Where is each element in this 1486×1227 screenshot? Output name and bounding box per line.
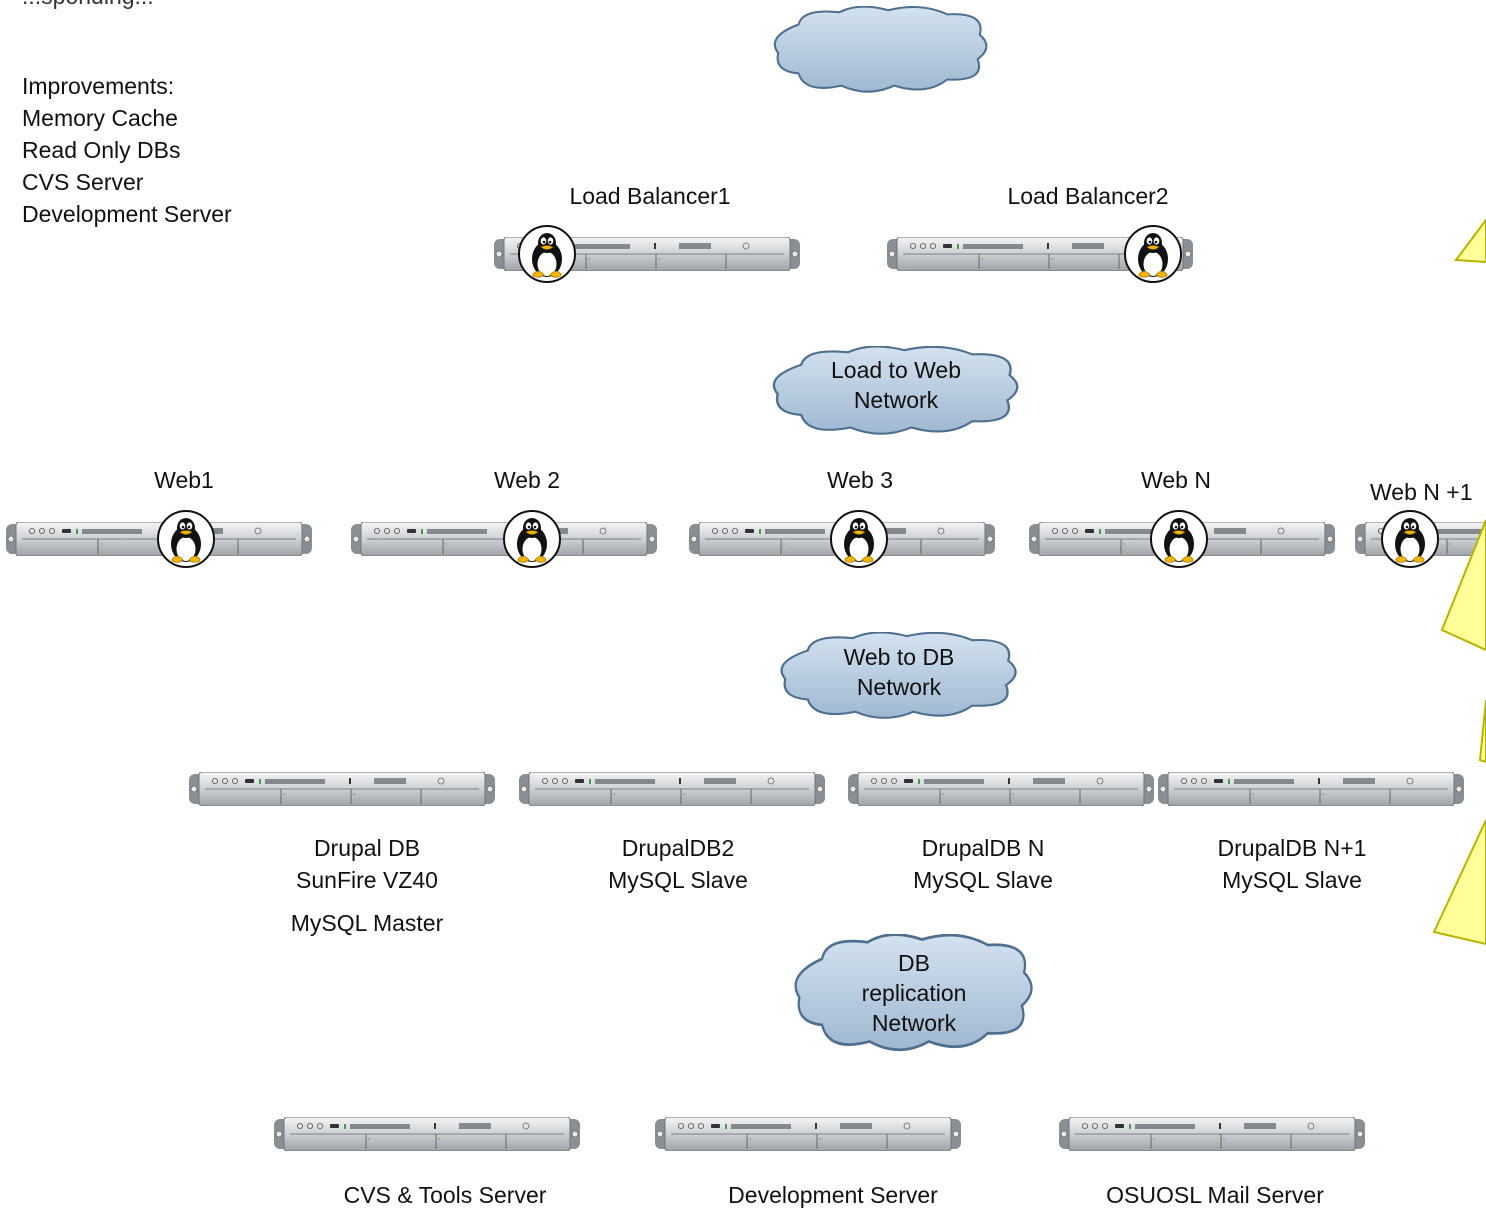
linux-penguin-icon <box>503 510 561 568</box>
cloud-label-line: Network <box>853 387 939 413</box>
db-label-line: DrupalDB N <box>921 835 1045 861</box>
web-n-plus-1-label: Web N +1 <box>1370 479 1473 505</box>
improvement-item: Development Server <box>22 201 232 227</box>
drupal-db2-server[interactable] <box>519 772 825 806</box>
web-2-label: Web 2 <box>493 467 561 493</box>
drupal-db-n-label: DrupalDB N MySQL Slave <box>913 832 1053 896</box>
db-replication-network-label: DB replication Network <box>862 948 967 1038</box>
db-label-line: MySQL Slave <box>608 867 748 893</box>
development-server-label: Development Server <box>728 1182 938 1208</box>
cloud-label-line: Load to Web <box>830 357 962 383</box>
db-label-line: MySQL Slave <box>1222 867 1362 893</box>
improvements-list: Improvements: Memory Cache Read Only DBs… <box>22 70 232 230</box>
cloud-label-line: Network <box>871 1010 957 1036</box>
web-3-label: Web 3 <box>826 467 894 493</box>
osuosl-mail-server-label: OSUOSL Mail Server <box>1106 1182 1324 1208</box>
development-server[interactable] <box>655 1117 961 1151</box>
cvs-tools-server-label: CVS & Tools Server <box>343 1182 547 1208</box>
cloud-label-line: Network <box>856 674 942 700</box>
db-label-line: DrupalDB N+1 <box>1217 835 1367 861</box>
load-balancer-2-label: Load Balancer2 <box>1007 183 1169 209</box>
db-label-line: SunFire VZ40 <box>296 867 438 893</box>
internet-cloud <box>773 6 988 93</box>
web-to-db-network-label: Web to DB Network <box>844 642 955 702</box>
db-label-line: MySQL Slave <box>913 867 1053 893</box>
drupal-db-label: Drupal DB SunFire VZ40 MySQL Master <box>291 832 444 939</box>
drupal-db2-label: DrupalDB2 MySQL Slave <box>608 832 748 896</box>
cloud-label-line: replication <box>861 980 967 1006</box>
linux-penguin-icon <box>1150 510 1208 568</box>
drupal-db-n-plus-1-server[interactable] <box>1158 772 1464 806</box>
improvement-item: Read Only DBs <box>22 137 181 163</box>
improvement-item: CVS Server <box>22 169 144 195</box>
db-label-line: Drupal DB <box>313 835 421 861</box>
cloud-label-line: Web to DB <box>843 644 955 670</box>
linux-penguin-icon <box>518 225 576 283</box>
linux-penguin-icon <box>830 510 888 568</box>
web-n-label: Web N <box>1141 467 1211 493</box>
linux-penguin-icon <box>157 510 215 568</box>
improvement-item: Memory Cache <box>22 105 178 131</box>
osuosl-mail-server[interactable] <box>1059 1117 1365 1151</box>
linux-penguin-icon <box>1124 225 1182 283</box>
db-role-line: MySQL Master <box>290 910 444 936</box>
linux-penguin-icon <box>1381 510 1439 568</box>
drupal-db-n-server[interactable] <box>848 772 1154 806</box>
cloud-label-line: DB <box>898 950 930 976</box>
partial-text: ...sponding... <box>22 0 154 12</box>
load-to-web-network-label: Load to Web Network <box>831 355 961 415</box>
load-balancer-1-label: Load Balancer1 <box>569 183 731 209</box>
drupal-db-server[interactable] <box>189 772 495 806</box>
improvements-heading: Improvements: <box>22 73 175 99</box>
web-1-label: Web1 <box>154 467 214 493</box>
cvs-tools-server[interactable] <box>274 1117 580 1151</box>
callout-shape <box>1440 218 1486 652</box>
drupal-db-n-plus-1-label: DrupalDB N+1 MySQL Slave <box>1218 832 1367 896</box>
callout-shape <box>1432 700 1486 946</box>
db-label-line: DrupalDB2 <box>621 835 735 861</box>
